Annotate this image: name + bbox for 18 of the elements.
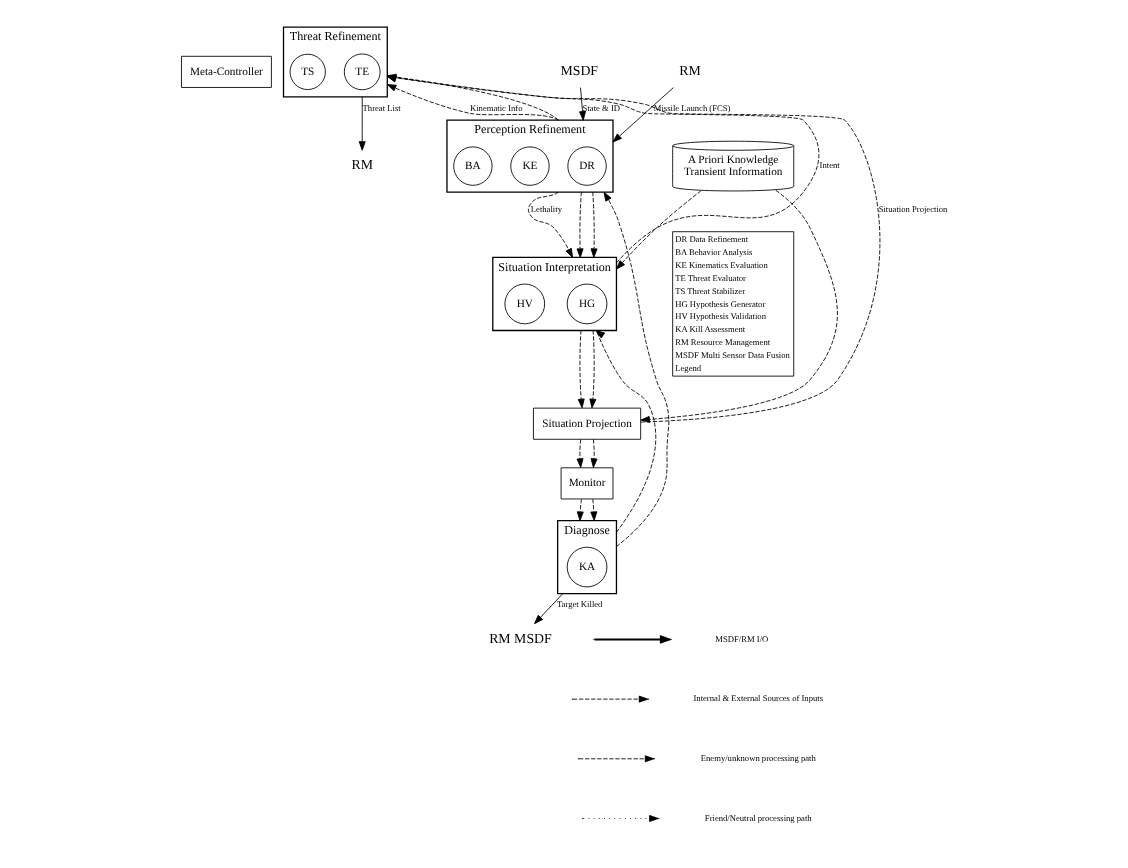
arrow <box>589 439 597 468</box>
arrow <box>594 330 656 533</box>
arrow <box>578 87 585 121</box>
arrow <box>357 96 365 151</box>
arrow <box>575 498 583 521</box>
arrow <box>589 191 597 258</box>
arrow <box>526 191 572 258</box>
arrow <box>639 189 837 423</box>
arrow <box>575 439 583 468</box>
arrow <box>576 330 584 409</box>
arrow <box>602 191 669 547</box>
arrow <box>615 190 701 270</box>
arrow <box>385 84 558 121</box>
arrow <box>611 87 673 143</box>
arrow <box>588 330 596 409</box>
arrow <box>575 191 583 258</box>
arrow <box>589 498 597 521</box>
arrow <box>533 593 563 625</box>
